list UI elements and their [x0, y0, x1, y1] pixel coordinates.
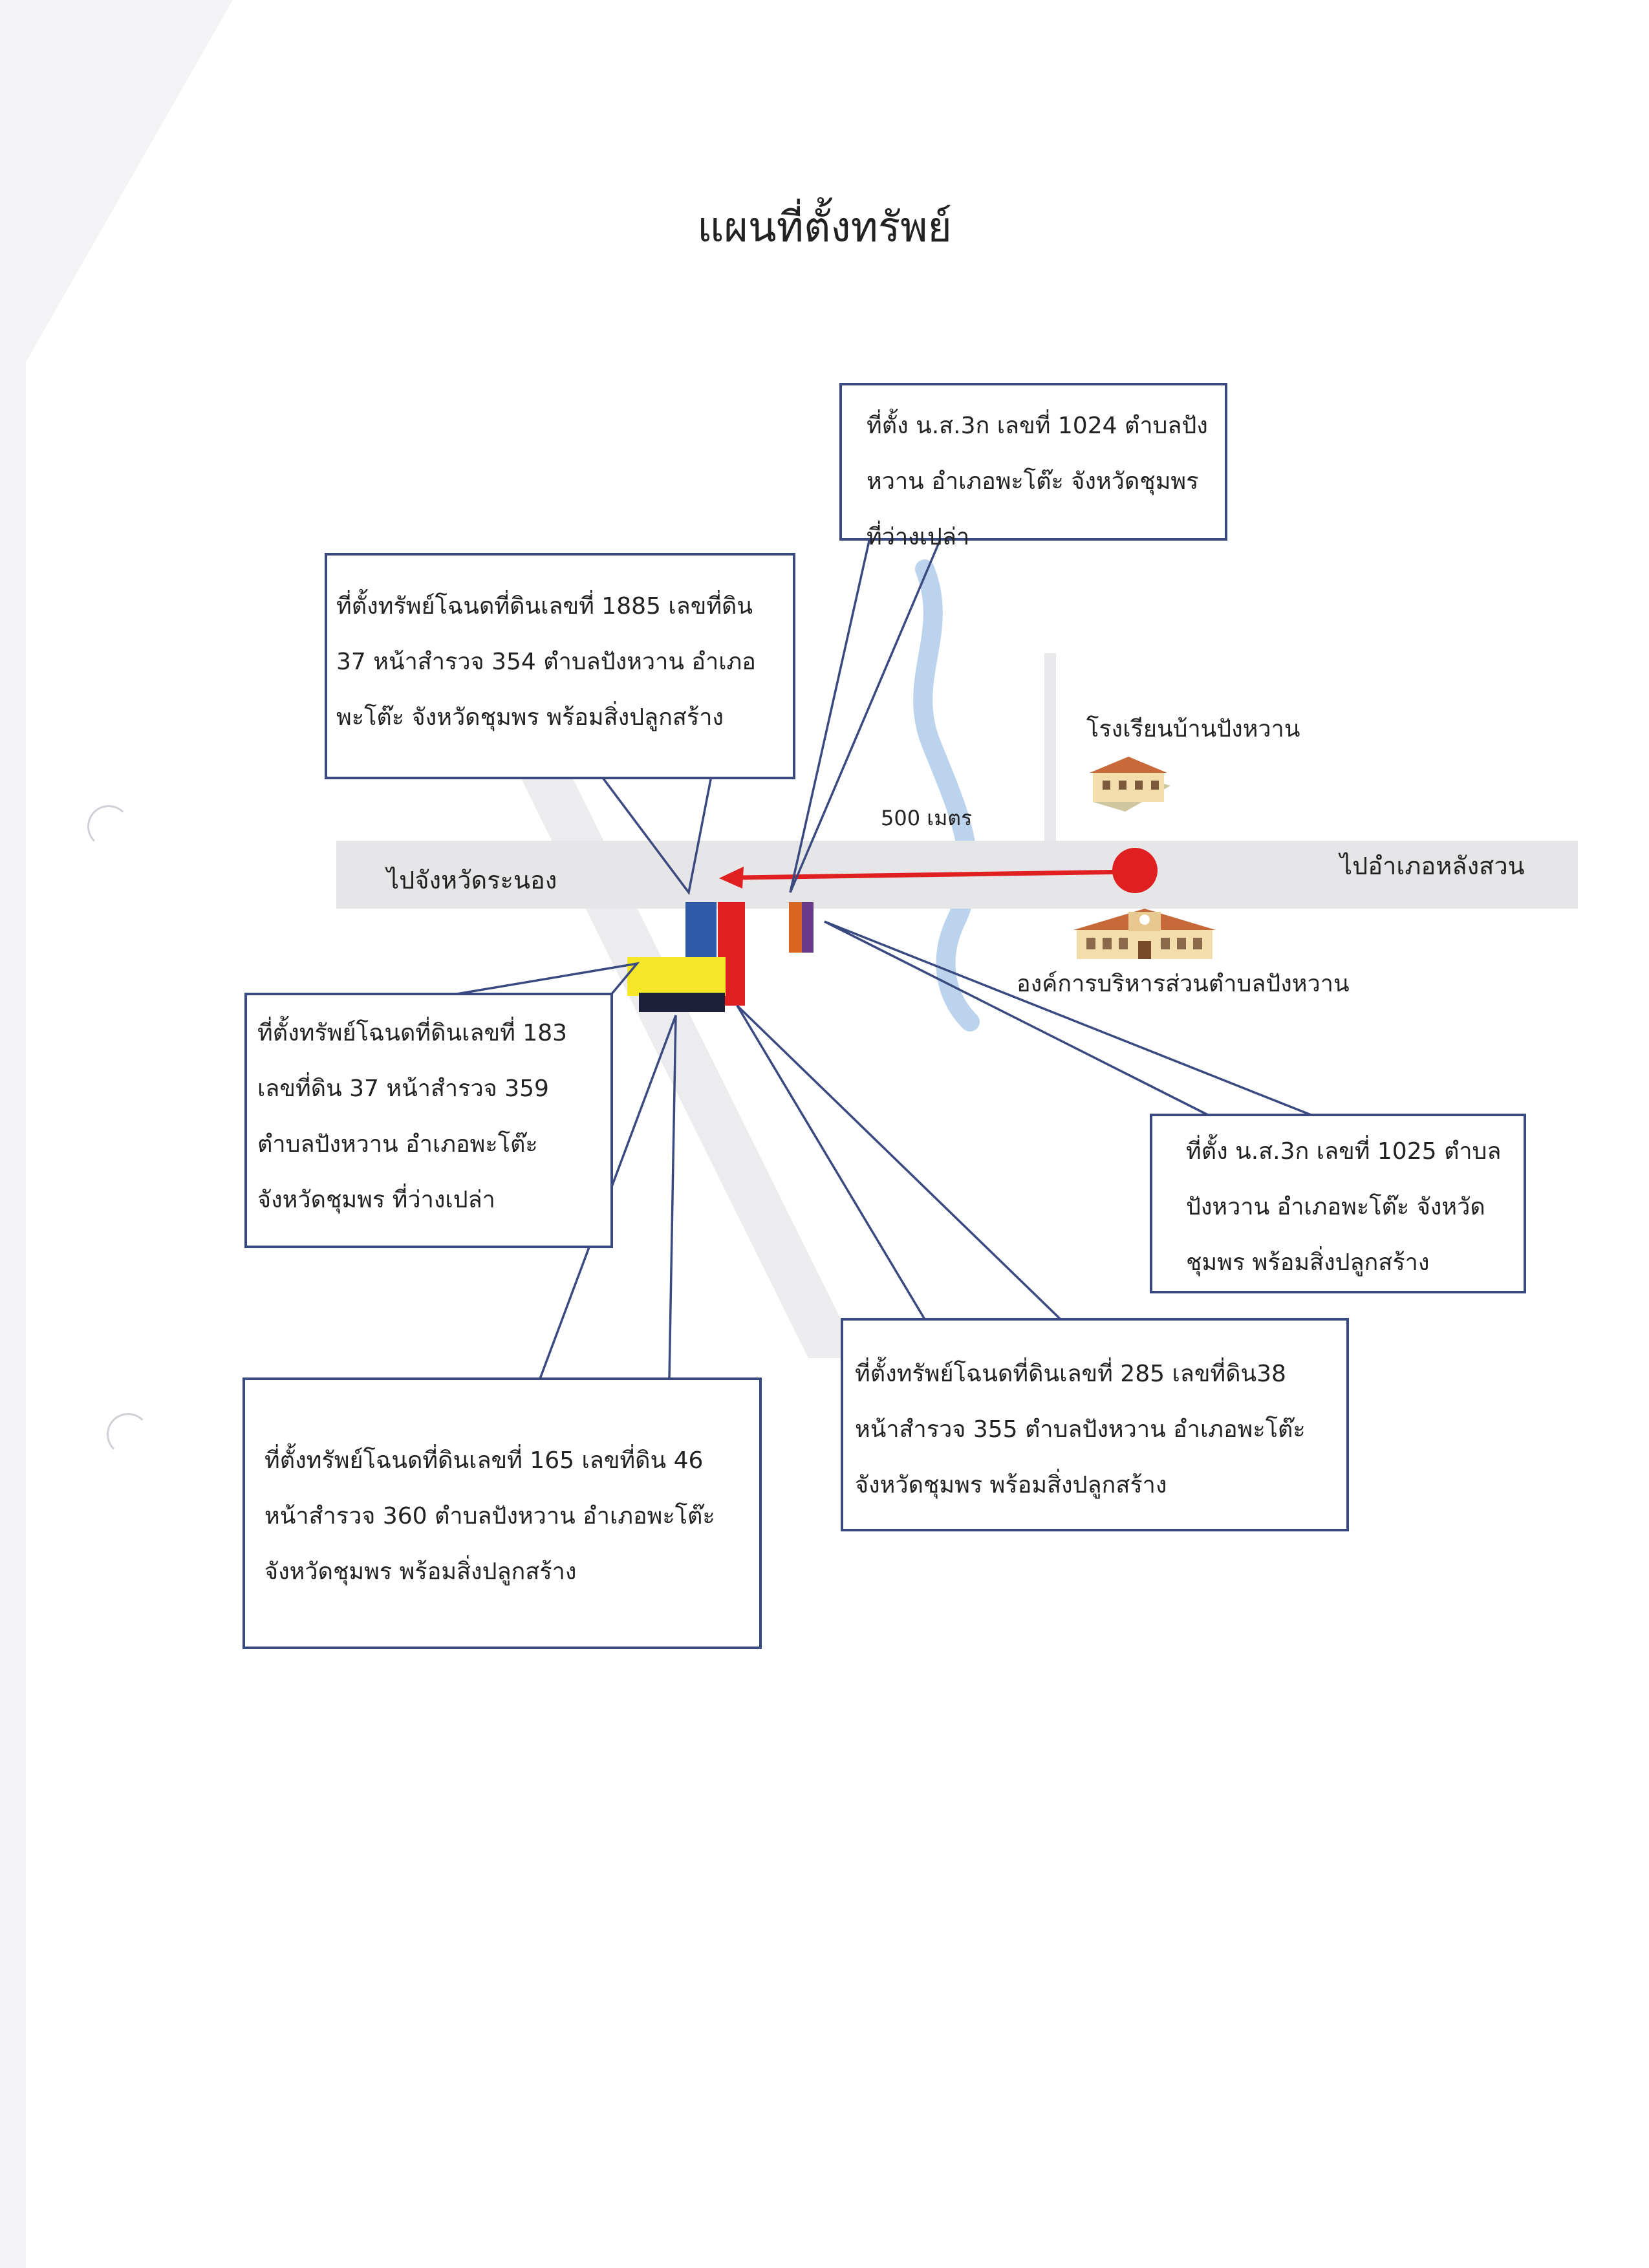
- pointer-ns3k-1024: [789, 537, 942, 893]
- road-label-to-ranong: ไปจังหวัดระนอง: [387, 866, 557, 894]
- river: [913, 559, 980, 1031]
- callout-text: ที่ตั้ง น.ส.3ก เลขที่ 1025 ตำบล ปังหวาน …: [1186, 1138, 1502, 1276]
- parcel-ns3k-1025: [802, 902, 814, 953]
- tao-office-building-icon: [1073, 909, 1216, 959]
- pointer-ns3k-1025: [824, 920, 1313, 1117]
- callout-deed-183: ที่ตั้งทรัพย์โฉนดที่ดินเลขที่ 183 เลขที่…: [244, 993, 613, 1248]
- parcel-ns3k-1024: [789, 902, 802, 953]
- callout-ns3k-1024: ที่ตั้ง น.ส.3ก เลขที่ 1024 ตำบลปัง หวาน …: [839, 383, 1227, 550]
- callout-deed-285: ที่ตั้งทรัพย์โฉนดที่ดินเลขที่ 285 เลขที่…: [841, 1318, 1349, 1531]
- school-building-icon: [1090, 757, 1170, 812]
- road-label-to-lang-suan: ไปอำเภอหลังสวน: [1340, 852, 1525, 880]
- parcel-deed-1885: [685, 902, 717, 957]
- callout-text: ที่ตั้งทรัพย์โฉนดที่ดินเลขที่ 1885 เลขที…: [336, 593, 756, 731]
- callout-text: ที่ตั้งทรัพย์โฉนดที่ดินเลขที่ 285 เลขที่…: [855, 1361, 1306, 1498]
- route-line: [737, 869, 1136, 880]
- parcel-deed-183: [627, 957, 726, 996]
- pointer-deed-285: [736, 1004, 1062, 1321]
- tao-office-label: องค์การบริหารส่วนตำบลปังหวาน: [1017, 971, 1350, 997]
- pointer-deed-165: [539, 1015, 677, 1379]
- punch-hole-mark: [107, 1413, 149, 1456]
- route-arrowhead: [719, 867, 744, 889]
- punch-hole-mark: [87, 805, 130, 848]
- pointer-deed-1885: [600, 775, 713, 896]
- callout-text: ที่ตั้งทรัพย์โฉนดที่ดินเลขที่ 183 เลขที่…: [257, 1020, 568, 1213]
- side-road: [1044, 653, 1056, 841]
- pointer-deed-183: [452, 962, 640, 996]
- page-title: แผนที่ตั้งทรัพย์: [697, 204, 952, 252]
- callout-deed-165: ที่ตั้งทรัพย์โฉนดที่ดินเลขที่ 165 เลขที่…: [242, 1377, 762, 1649]
- start-point-marker: [1112, 848, 1158, 893]
- callout-ns3k-1025: ที่ตั้ง น.ส.3ก เลขที่ 1025 ตำบล ปังหวาน …: [1150, 1114, 1526, 1293]
- callout-text: ที่ตั้ง น.ส.3ก เลขที่ 1024 ตำบลปัง หวาน …: [867, 413, 1208, 550]
- parcel-deed-165: [639, 993, 725, 1012]
- callout-text: ที่ตั้งทรัพย์โฉนดที่ดินเลขที่ 165 เลขที่…: [264, 1447, 715, 1585]
- school-label: โรงเรียนบ้านปังหวาน: [1086, 716, 1300, 742]
- callout-pointers: [452, 537, 1313, 1379]
- distance-label: 500 เมตร: [881, 806, 973, 830]
- callout-deed-1885: ที่ตั้งทรัพย์โฉนดที่ดินเลขที่ 1885 เลขที…: [325, 553, 795, 779]
